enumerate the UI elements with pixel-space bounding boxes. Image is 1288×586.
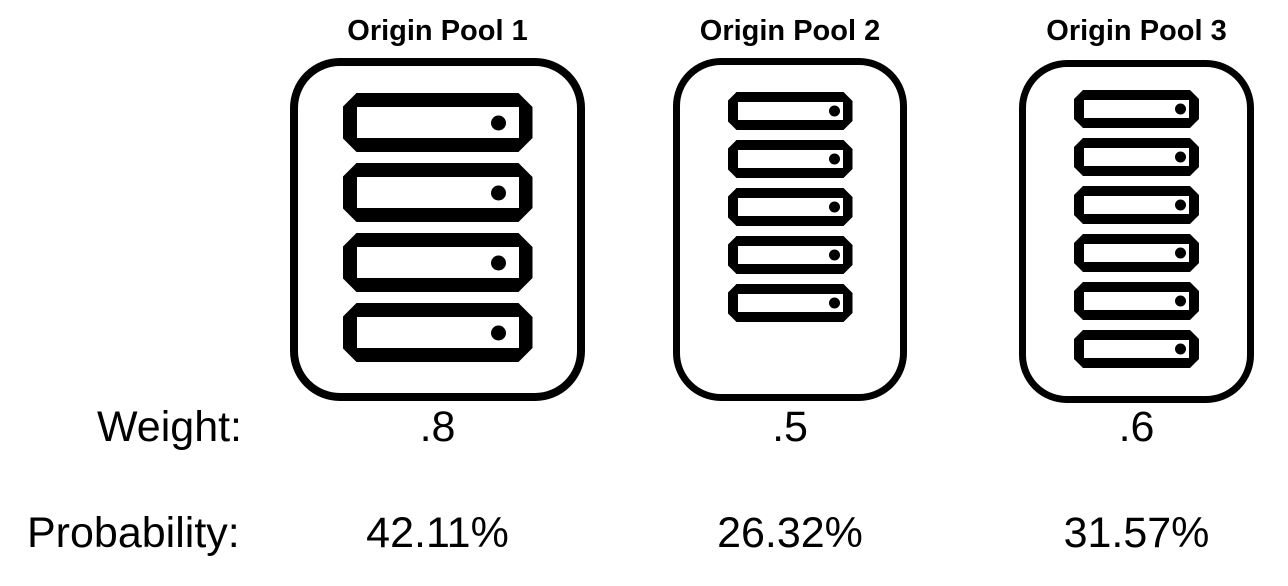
server-led-dot (829, 106, 840, 117)
server-led-dot (1175, 200, 1186, 211)
server-icon (1074, 90, 1199, 128)
server-icon (728, 284, 853, 322)
pool-title: Origin Pool 3 (1046, 15, 1227, 47)
server-led-dot (491, 325, 506, 340)
weight-value: .8 (419, 403, 456, 451)
probability-row-label: Probability: (27, 509, 240, 557)
probability-value: 26.32% (717, 509, 863, 557)
server-icon (343, 233, 533, 292)
server-led-dot (491, 255, 506, 270)
server-led-dot (491, 115, 506, 130)
server-icon (728, 140, 853, 178)
probability-value: 42.11% (366, 509, 509, 557)
server-led-dot (829, 154, 840, 165)
pool-title: Origin Pool 2 (699, 15, 881, 47)
server-icon (728, 188, 853, 226)
server-icon (728, 92, 853, 130)
server-icon (1074, 234, 1199, 272)
server-led-dot (1175, 152, 1186, 163)
server-led-dot (829, 250, 840, 261)
server-icon (343, 93, 533, 152)
server-led-dot (829, 202, 840, 213)
server-led-dot (1175, 104, 1186, 115)
server-icon (728, 236, 853, 274)
server-led-dot (1175, 248, 1186, 259)
pool-servers-box (1019, 60, 1254, 403)
server-icon (1074, 282, 1199, 320)
weight-value: .6 (1118, 403, 1155, 451)
weight-value: .5 (772, 403, 808, 451)
server-led-dot (1175, 344, 1186, 355)
pool-servers-box (673, 58, 907, 401)
pool-title: Origin Pool 1 (347, 15, 528, 47)
server-icon (1074, 186, 1199, 224)
server-icon (343, 163, 533, 222)
server-icon (1074, 138, 1199, 176)
server-icon (1074, 330, 1199, 368)
weight-row-label: Weight: (97, 403, 242, 451)
server-led-dot (829, 298, 840, 309)
server-led-dot (491, 185, 506, 200)
server-led-dot (1175, 296, 1186, 307)
server-icon (343, 303, 533, 362)
probability-value: 31.57% (1063, 509, 1210, 557)
pool-servers-box (290, 58, 585, 401)
